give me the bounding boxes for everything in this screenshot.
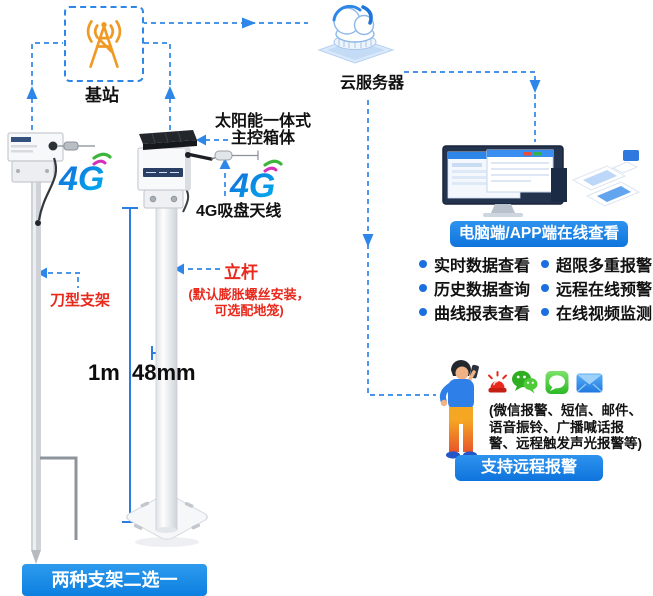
mid-device-illustration: [126, 130, 259, 547]
bracket-choice-banner: 两种支架二选一: [22, 564, 207, 596]
pole-label: 立杆: [224, 263, 258, 282]
4g-logo-left: 4G: [58, 152, 112, 195]
mail-icon: [576, 373, 603, 393]
feature-item: 曲线报表查看: [419, 304, 530, 323]
feature-item: 实时数据查看: [419, 256, 530, 275]
pc-app-banner: 电脑端/APP端在线查看: [450, 221, 628, 247]
feature-text: 历史数据查询: [434, 282, 531, 299]
monitor-and-phone-illustration: [442, 145, 641, 217]
antenna-label: 4G吸盘天线: [196, 203, 282, 220]
sms-icon: [545, 371, 569, 394]
svg-text:4G: 4G: [229, 167, 275, 202]
blade-bracket-label: 刀型支架: [50, 292, 111, 309]
feature-item: 历史数据查询: [419, 280, 530, 299]
pole-note-line2: 可选配地笼): [214, 302, 284, 318]
bullet-dot: [541, 260, 549, 268]
diameter-measurement: 48mm: [132, 360, 196, 385]
alarm-note-line3: 警、远程触发声光报警等): [489, 436, 642, 451]
cloud-server-icon: [317, 4, 395, 64]
feature-item: 远程在线预警: [541, 280, 652, 299]
person-illustration: [439, 360, 479, 459]
solar-box-label-line2: 主控箱体: [230, 130, 295, 147]
feature-item: 在线视频监测: [541, 304, 652, 323]
left-device-illustration: [7, 132, 95, 564]
feature-item: 超限多重报警: [541, 256, 652, 275]
pole-note-line1: (默认膨胀螺丝安装，: [188, 287, 310, 302]
alarm-note-line1: (微信报警、短信、邮件、: [489, 403, 642, 418]
bullet-dot: [419, 260, 427, 268]
bullet-dot: [541, 284, 549, 292]
feature-text: 在线视频监测: [556, 306, 653, 323]
base-station-label: 基站: [85, 86, 119, 105]
siren-icon: [488, 371, 507, 393]
base-station-box: [64, 6, 144, 82]
antenna-tower-icon: [86, 20, 122, 68]
solar-box-label-line1: 太阳能一体式: [214, 113, 311, 130]
feature-text: 远程在线预警: [556, 282, 653, 299]
wechat-icon: [512, 370, 538, 394]
solar-box-label: 太阳能一体式 主控箱体: [210, 113, 316, 147]
alarm-methods-note: (微信报警、短信、邮件、 语音振铃、广播喊话报 警、远程触发声光报警等): [489, 403, 642, 453]
height-measurement: 1m: [88, 360, 120, 385]
pole-install-note: (默认膨胀螺丝安装， 可选配地笼): [178, 287, 320, 318]
bullet-dot: [419, 308, 427, 316]
feature-text: 曲线报表查看: [434, 306, 531, 323]
svg-text:4G: 4G: [58, 160, 104, 195]
flow-arrows: [26, 17, 541, 279]
feature-text: 超限多重报警: [556, 258, 653, 275]
alarm-note-line2: 语音振铃、广播喊话报: [489, 419, 624, 435]
feature-text: 实时数据查看: [434, 258, 531, 275]
cloud-server-label: 云服务器: [339, 75, 404, 92]
bullet-dot: [541, 308, 549, 316]
4g-logo-mid: 4G: [229, 159, 283, 202]
feature-list-left: 实时数据查看 历史数据查询 曲线报表查看: [419, 256, 530, 328]
bullet-dot: [419, 284, 427, 292]
remote-alarm-banner: 支持远程报警: [455, 455, 603, 481]
feature-list-right: 超限多重报警 远程在线预警 在线视频监测: [541, 256, 652, 328]
